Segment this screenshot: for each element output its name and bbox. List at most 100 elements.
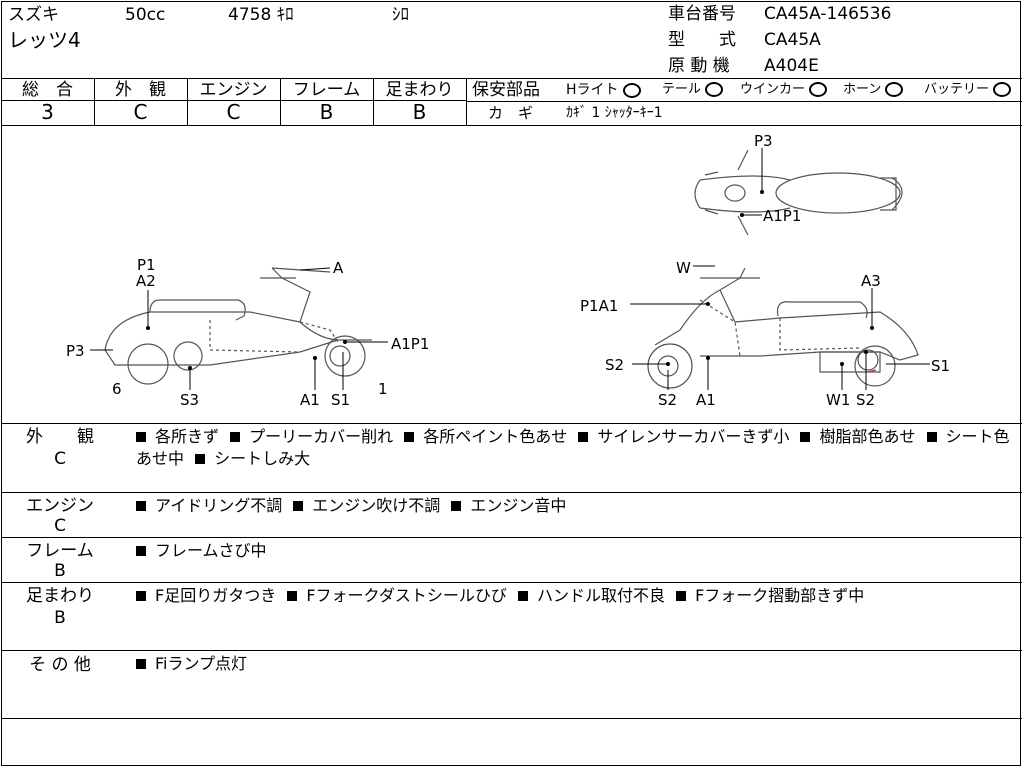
grade-exterior: C <box>133 100 148 124</box>
bullet-icon <box>800 431 811 442</box>
maker: スズキ <box>8 5 59 25</box>
scooter-top-drawing <box>694 149 903 236</box>
color: ｼﾛ <box>392 5 409 25</box>
divider <box>1 650 1022 651</box>
ok-circle-icon <box>622 82 641 98</box>
safety-item-horn: ホーン <box>843 80 904 100</box>
divider <box>187 78 188 125</box>
ok-circle-icon <box>885 82 904 97</box>
safety-label: 保安部品 <box>472 80 540 100</box>
grade-total: 3 <box>41 100 54 124</box>
chassis-value: CA45A-146536 <box>764 4 892 24</box>
note-grade-frame: B <box>54 561 66 581</box>
damage-label: A1 <box>696 391 716 409</box>
damage-label: P1A1 <box>580 297 619 315</box>
safety-item-tail: テール <box>662 80 724 100</box>
grade-header-total: 総 合 <box>22 80 73 100</box>
grade-engine: C <box>226 100 241 124</box>
bullet-icon <box>926 431 937 442</box>
damage-label: 1 <box>378 380 388 398</box>
damage-label: A1P1 <box>391 335 430 353</box>
divider <box>1 492 1022 493</box>
divider <box>1 582 1022 583</box>
divider <box>1 537 1022 538</box>
grade-suspension: B <box>412 100 427 124</box>
damage-label: S2 <box>856 391 876 409</box>
damage-label: W1 <box>826 391 851 409</box>
damage-label: A2 <box>136 272 156 290</box>
damage-label: P3 <box>754 132 773 150</box>
divider <box>373 78 374 125</box>
damage-label: P1 <box>137 256 156 274</box>
divider <box>1 423 1022 424</box>
note-grade-suspension: B <box>54 608 66 628</box>
bullet-icon <box>136 658 146 669</box>
key-label: カ ギ <box>488 104 534 122</box>
note-grade-engine: C <box>54 516 66 536</box>
note-items-exterior: 各所きず プーリーカバー削れ 各所ペイント色あせ サイレンサーカバーきず小 樹脂… <box>136 427 1010 468</box>
model-name: レッツ4 <box>8 28 81 52</box>
displacement: 50cc <box>125 5 166 25</box>
bullet-icon <box>451 500 462 511</box>
safety-item-battery: バッテリー <box>924 80 1012 100</box>
damage-label: 6 <box>112 380 122 398</box>
damage-label: S1 <box>931 357 951 375</box>
engine-label: 原 動 機 <box>668 56 730 76</box>
bullet-icon <box>136 590 146 601</box>
ok-circle-icon <box>993 82 1012 97</box>
grade-header-suspension: 足まわり <box>385 80 454 100</box>
bullet-icon <box>676 590 687 601</box>
key-value: ｶｷﾞ 1 ｼｬｯﾀｰｷｰ1 <box>566 105 663 121</box>
damage-label: S3 <box>180 391 200 409</box>
bullet-icon <box>136 545 146 556</box>
note-items-engine: アイドリング不調 エンジン吹け不調 エンジン音中 <box>136 495 1016 517</box>
note-title-suspension: 足まわり <box>26 586 94 606</box>
divider <box>1 78 1022 79</box>
damage-label: S2 <box>605 356 625 374</box>
divider <box>94 78 95 125</box>
damage-label: A3 <box>861 272 881 290</box>
grade-header-exterior: 外 観 <box>115 80 166 100</box>
damage-diagram <box>90 148 930 390</box>
damage-label: A1P1 <box>763 207 802 225</box>
safety-item-headlight: Hライト <box>566 80 641 100</box>
chassis-label: 車台番号 <box>668 4 736 24</box>
type-value: CA45A <box>764 30 821 50</box>
ok-circle-icon <box>705 82 724 97</box>
note-items-other: Fiランプ点灯 <box>136 653 1016 675</box>
safety-item-winker: ウインカー <box>740 80 828 100</box>
scooter-right-drawing <box>647 267 919 389</box>
type-label: 型 式 <box>668 30 736 50</box>
note-title-exterior: 外 観 <box>26 427 94 447</box>
damage-label: P3 <box>66 342 85 360</box>
divider <box>1 718 1022 719</box>
divider <box>467 101 1022 102</box>
bullet-icon <box>404 431 415 442</box>
note-title-other: そ の 他 <box>29 655 91 675</box>
bullet-icon <box>578 431 589 442</box>
bullet-icon <box>136 500 146 511</box>
damage-label: S1 <box>331 391 351 409</box>
mileage: 4758 ｷﾛ <box>228 5 294 25</box>
grade-frame: B <box>319 100 334 124</box>
grade-header-engine: エンジン <box>199 80 268 100</box>
note-title-engine: エンジン <box>26 496 94 516</box>
bullet-icon <box>195 453 206 464</box>
ok-circle-icon <box>809 82 828 97</box>
divider <box>280 78 281 125</box>
divider <box>1 125 1022 126</box>
bullet-icon <box>136 431 146 442</box>
note-items-suspension: F足回りガタつき Fフォークダストシールひび ハンドル取付不良 Fフォーク摺動部… <box>136 585 1016 607</box>
scooter-left-drawing <box>104 267 372 385</box>
divider <box>1 100 467 101</box>
damage-label: W <box>676 259 691 277</box>
grade-header-frame: フレーム <box>292 80 361 100</box>
engine-value: A404E <box>764 56 819 76</box>
divider <box>466 78 467 125</box>
damage-label: A <box>333 259 344 277</box>
bullet-icon <box>293 500 304 511</box>
note-items-frame: フレームさび中 <box>136 540 1016 562</box>
damage-label: S2 <box>658 391 678 409</box>
note-title-frame: フレーム <box>26 541 94 561</box>
